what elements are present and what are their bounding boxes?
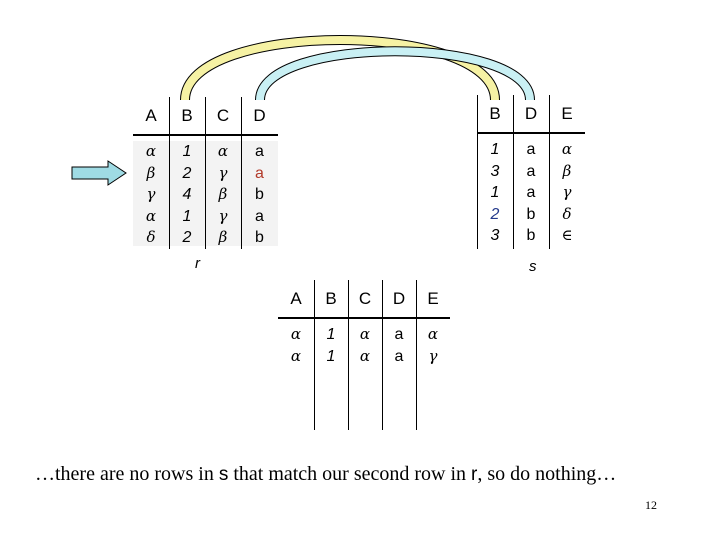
result-c-2: α xyxy=(359,346,371,365)
s-b-4: 2 xyxy=(490,205,500,223)
r-c-2: γ xyxy=(218,163,228,182)
r-col-a: α β γ α δ xyxy=(133,141,169,249)
s-e-3: γ xyxy=(562,183,572,201)
caption-part3: , so do nothing… xyxy=(477,463,617,485)
s-header-b: B xyxy=(489,104,501,123)
r-a-1: α xyxy=(145,142,157,160)
r-header-d: D xyxy=(253,106,266,125)
slide-caption: …there are no rows in s that match our s… xyxy=(35,460,675,489)
s-header-e: E xyxy=(561,104,573,123)
s-b-2: 3 xyxy=(490,162,500,180)
table-s-header xyxy=(477,95,585,134)
relation-s-label: s xyxy=(529,258,537,275)
caption-r-symbol: r xyxy=(471,464,478,485)
result-d-2: a xyxy=(394,347,404,365)
r-header-b: B xyxy=(181,106,193,125)
caption-s-symbol: s xyxy=(218,464,229,485)
r-b-2: 2 xyxy=(182,164,192,182)
s-b-3: 1 xyxy=(490,184,500,201)
result-header xyxy=(278,280,450,319)
s-d-1: a xyxy=(526,141,536,158)
r-d-2: a xyxy=(255,164,264,182)
result-a-1: α xyxy=(290,325,302,343)
r-a-2: β xyxy=(146,163,156,182)
r-header-a: A xyxy=(145,106,157,125)
r-c-3: β xyxy=(218,185,228,203)
result-b-1: 1 xyxy=(326,326,336,343)
r-col-c: α γ β γ β xyxy=(205,141,241,249)
r-b-3: 4 xyxy=(182,186,192,203)
r-c-4: γ xyxy=(218,206,228,225)
r-col-b: 1 2 4 1 2 xyxy=(169,141,205,249)
result-col-d: a a xyxy=(382,324,416,367)
s-b-1: 1 xyxy=(490,141,500,158)
page-number: 12 xyxy=(645,498,657,512)
result-col-a: α α xyxy=(278,324,314,367)
s-e-4: δ xyxy=(562,204,572,223)
r-c-1: α xyxy=(217,142,229,160)
result-header-d: D xyxy=(392,289,406,308)
result-c-1: α xyxy=(359,325,371,343)
current-row-arrow xyxy=(71,160,127,186)
result-header-b: B xyxy=(325,289,337,308)
result-e-1: α xyxy=(427,325,439,343)
r-c-5: β xyxy=(218,228,228,246)
result-col-b: 1 1 xyxy=(314,324,348,367)
result-d-1: a xyxy=(394,326,404,343)
caption-part1: …there are no rows in xyxy=(35,463,219,485)
result-col-c: α α xyxy=(348,324,382,367)
s-col-d: a a a b b xyxy=(513,139,549,247)
s-col-b: 1 3 1 2 3 xyxy=(477,139,513,247)
s-d-4: b xyxy=(526,205,536,223)
arc-b-to-b xyxy=(180,35,500,101)
result-header-e: E xyxy=(427,289,439,308)
r-header-c: C xyxy=(216,106,230,125)
r-b-1: 1 xyxy=(182,143,192,160)
r-d-3: b xyxy=(255,186,264,203)
caption-part2: that match our second row in xyxy=(228,463,472,485)
result-col-e: α γ xyxy=(416,324,450,367)
relation-r-label: r xyxy=(195,255,200,272)
r-d-4: a xyxy=(255,207,264,225)
s-header-d: D xyxy=(524,104,538,123)
r-col-d: a a b a b xyxy=(241,141,278,249)
result-header-c: C xyxy=(358,289,372,308)
r-a-3: γ xyxy=(146,185,156,203)
r-d-5: b xyxy=(255,229,264,246)
result-header-a: A xyxy=(290,289,302,308)
result-e-2: γ xyxy=(428,346,438,365)
r-b-4: 1 xyxy=(182,207,192,225)
r-b-5: 2 xyxy=(182,229,192,246)
s-e-2: β xyxy=(562,161,572,180)
result-b-2: 1 xyxy=(326,347,336,365)
r-a-4: α xyxy=(145,206,157,225)
s-e-5: ∈ xyxy=(561,226,573,244)
s-col-e: α β γ δ ∈ xyxy=(549,139,585,247)
s-d-3: a xyxy=(526,184,536,201)
s-b-5: 3 xyxy=(490,227,500,244)
r-a-5: δ xyxy=(146,228,156,246)
s-e-1: α xyxy=(561,140,573,158)
s-d-2: a xyxy=(526,162,536,180)
r-d-1: a xyxy=(255,143,264,160)
result-a-2: α xyxy=(290,346,302,365)
s-d-5: b xyxy=(526,227,536,244)
